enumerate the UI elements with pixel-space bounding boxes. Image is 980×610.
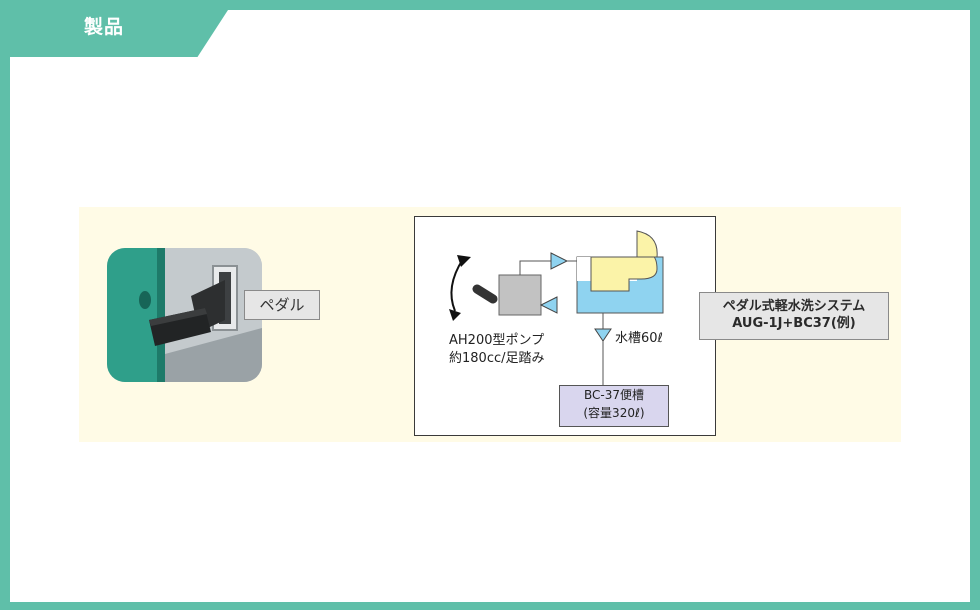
pump-label-line2: 約180cc/足踏み <box>449 351 545 366</box>
return-arrow <box>539 296 558 314</box>
outlet-pipe <box>519 260 551 275</box>
pedal-photo <box>107 248 262 382</box>
rotation-arrow-head-bottom <box>449 309 461 321</box>
system-callout-line1: ペダル式軽水洗システム <box>722 299 866 314</box>
header-tab <box>10 10 228 57</box>
pedal-lever <box>472 284 498 304</box>
system-diagram: AH200型ポンプ 約180cc/足踏み 水槽60ℓ BC-37便槽 (容量32… <box>414 216 716 436</box>
header-tab-label: 製品 <box>84 16 125 38</box>
outlet-arrow <box>550 252 569 270</box>
toilet-tank-line2: (容量320ℓ) <box>583 406 645 420</box>
toilet-tank-box: BC-37便槽 (容量320ℓ) <box>559 385 669 427</box>
toilet-tank-line1: BC-37便槽 <box>583 388 644 402</box>
system-callout: ペダル式軽水洗システム AUG-1J+BC37(例) <box>699 292 889 340</box>
pedal-callout: ペダル <box>244 290 320 320</box>
water-tank-label: 水槽60ℓ <box>615 331 663 346</box>
pump-label-line1: AH200型ポンプ <box>449 333 545 348</box>
system-callout-line2: AUG-1J+BC37(例) <box>732 316 856 331</box>
pump-block <box>498 274 542 316</box>
drain-arrow <box>594 328 612 342</box>
rotation-arrow-head-top <box>457 255 471 267</box>
rotation-arrow <box>450 258 464 312</box>
toilet-bowl-rim <box>636 230 658 258</box>
